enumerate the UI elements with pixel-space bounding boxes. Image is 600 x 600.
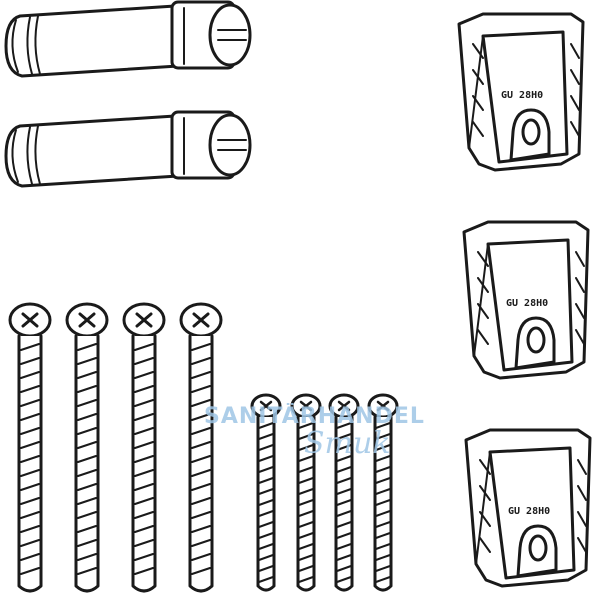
short-screw-1 xyxy=(250,393,282,592)
clip-3-label: GU 28H0 xyxy=(508,506,550,517)
short-screw-4 xyxy=(367,393,399,592)
long-screw-1 xyxy=(8,302,52,593)
short-screw-2 xyxy=(290,393,322,592)
long-screw-3 xyxy=(122,302,166,593)
pin-1 xyxy=(4,0,252,78)
clip-2: GU 28H0 xyxy=(462,220,590,380)
clip-1-label: GU 28H0 xyxy=(501,90,543,101)
clip-3: GU 28H0 xyxy=(464,428,592,588)
clip-2-label: GU 28H0 xyxy=(506,298,548,309)
clip-1: GU 28H0 xyxy=(457,12,585,172)
long-screw-2 xyxy=(65,302,109,593)
short-screw-3 xyxy=(328,393,360,592)
pin-2 xyxy=(4,110,252,188)
long-screw-4 xyxy=(179,302,223,593)
